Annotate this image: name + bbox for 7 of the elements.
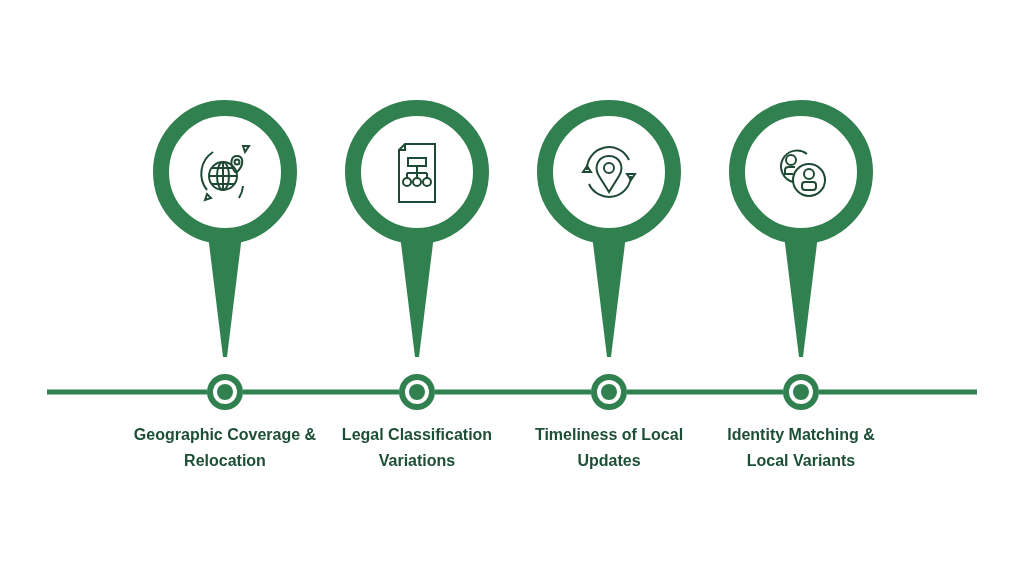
- timeline-line: [243, 389, 399, 395]
- step-label: Identity Matching & Local Variants: [726, 425, 876, 471]
- timeline-line: [435, 389, 591, 395]
- step-label: Geographic Coverage & Relocation: [132, 425, 318, 471]
- step-label: Legal Classification Variations: [340, 425, 494, 471]
- step-label: Timeliness of Local Updates: [533, 425, 685, 471]
- timeline-line: [627, 389, 783, 395]
